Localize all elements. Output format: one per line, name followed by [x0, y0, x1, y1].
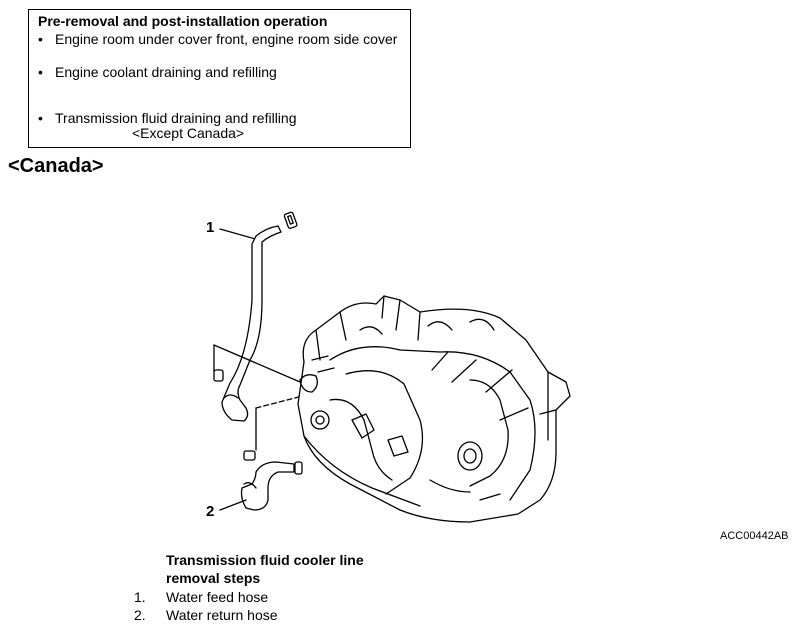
reference-line: [213, 344, 301, 383]
bullet-icon: •: [38, 110, 43, 126]
water-feed-hose: [221, 225, 282, 422]
info-item: • Engine coolant draining and refilling: [38, 64, 277, 80]
step-number: 1.: [134, 589, 146, 605]
except-canada-note: <Except Canada>: [132, 125, 245, 141]
info-box: Pre-removal and post-installation operat…: [28, 9, 411, 148]
transmission-diagram: 1 2: [206, 211, 571, 523]
hose-clamp: [213, 369, 224, 382]
hose-clamp: [283, 211, 298, 229]
info-item-text: Engine room under cover front, engine ro…: [55, 31, 398, 47]
step-label: Water return hose: [166, 607, 278, 623]
bullet-icon: •: [38, 64, 43, 80]
removal-step: 2. Water return hose: [134, 607, 354, 625]
bullet-icon: •: [38, 31, 43, 47]
info-item: • Transmission fluid draining and refilli…: [38, 110, 297, 126]
section-heading: <Canada>: [8, 155, 104, 177]
info-item: • Engine room under cover front, engine r…: [38, 31, 397, 47]
info-item-text: Engine coolant draining and refilling: [55, 64, 277, 80]
removal-steps-title: Transmission fluid cooler line removal s…: [166, 552, 364, 586]
info-box-title: Pre-removal and post-installation operat…: [38, 13, 328, 29]
step-number: 2.: [134, 607, 146, 623]
callout-1-leader: [219, 228, 260, 241]
figure-code: ACC00442AB: [720, 530, 789, 542]
info-item-text: Transmission fluid draining and refillin…: [55, 110, 297, 126]
removal-step: 1. Water feed hose: [134, 589, 354, 607]
hose-clamp: [243, 450, 256, 461]
callout-1: 1: [206, 219, 214, 236]
step-label: Water feed hose: [166, 589, 269, 605]
water-return-hose: [240, 461, 295, 511]
callout-2-leader: [219, 499, 247, 511]
transmission-assembly: [297, 295, 571, 523]
hose-clamp: [294, 461, 303, 475]
callout-2: 2: [206, 503, 214, 520]
